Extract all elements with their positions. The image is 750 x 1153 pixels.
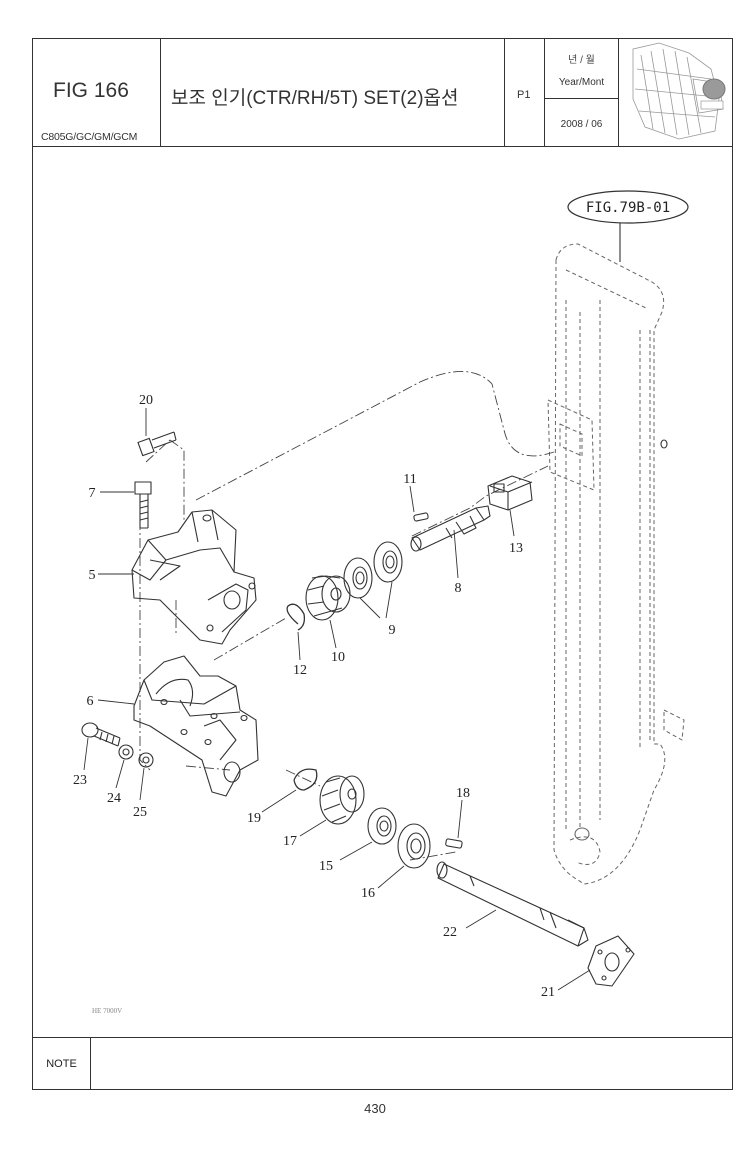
lower-housing-6: [133, 655, 259, 797]
page-code: P1: [517, 89, 531, 101]
part-label-6: 6: [87, 694, 94, 709]
machine-thumbnail: [619, 39, 732, 146]
page-title: 보조 인기(CTR/RH/5T) SET(2)옵션: [171, 88, 459, 109]
part-label-8: 8: [455, 581, 462, 596]
shaft-8: [410, 505, 491, 552]
part-label-10: 10: [331, 650, 345, 665]
date-cell: 년 / 월 Year/Mont 2008 / 06: [545, 39, 619, 146]
part-label-19: 19: [247, 811, 261, 826]
drawing-stamp: HE 7000V: [92, 1007, 122, 1015]
part-label-11: 11: [403, 472, 416, 487]
fig-cell: FIG 166 C805G/GC/GM/GCM: [33, 39, 161, 146]
fig-label: FIG 166: [53, 79, 129, 102]
part-label-12: 12: [293, 663, 307, 678]
page-code-cell: P1: [505, 39, 545, 146]
bearing-16: [397, 823, 431, 869]
combine-thumbnail-icon: [632, 42, 726, 140]
bolt-23: [81, 722, 121, 747]
upper-housing-5: [131, 509, 257, 645]
part-label-23: 23: [73, 773, 87, 788]
bushing-13: [487, 475, 533, 511]
bolt-20: [137, 431, 177, 457]
bearing-9-b: [373, 541, 403, 583]
snap-ring-12: [286, 603, 306, 631]
reference-callout-oval: [567, 190, 689, 224]
part-label-15: 15: [319, 859, 333, 874]
year-month-english: Year/Mont: [558, 77, 605, 88]
part-label-21: 21: [541, 985, 555, 1000]
flange-21: [587, 935, 635, 987]
key-18: [445, 838, 463, 849]
year-month-korean: 년 / 월: [568, 55, 595, 66]
reference-frame-outline: [547, 243, 685, 885]
bolt-7: [134, 481, 152, 529]
part-label-16: 16: [361, 886, 375, 901]
date-divider: [545, 98, 618, 99]
part-label-13: 13: [509, 541, 523, 556]
lock-washer-24: [118, 744, 134, 760]
reference-label: FIG.79B-01: [586, 200, 670, 216]
bevel-gear-10: [305, 575, 351, 621]
part-label-24: 24: [107, 791, 121, 806]
part-label-7: 7: [89, 486, 96, 501]
part-label-18: 18: [456, 786, 470, 801]
part-label-20: 20: [139, 393, 153, 408]
flat-washer-25: [138, 752, 154, 768]
header-table: FIG 166 C805G/GC/GM/GCM 보조 인기(CTR/RH/5T)…: [33, 39, 732, 147]
part-label-17: 17: [283, 834, 297, 849]
note-row: NOTE: [33, 1037, 732, 1089]
part-label-22: 22: [443, 925, 457, 940]
note-label: NOTE: [33, 1038, 91, 1089]
bearing-15: [367, 807, 397, 845]
shaft-22: [436, 861, 589, 947]
bearing-9-a: [343, 557, 373, 599]
snap-ring-19: [293, 768, 318, 791]
part-label-25: 25: [133, 805, 147, 820]
key-11: [413, 512, 429, 522]
part-label-9: 9: [389, 623, 396, 638]
revision-date: 2008 / 06: [560, 119, 603, 130]
bevel-gear-17: [319, 775, 365, 825]
part-label-5: 5: [89, 568, 96, 583]
page-number: 430: [364, 1101, 386, 1116]
page-frame: FIG 166 C805G/GC/GM/GCM 보조 인기(CTR/RH/5T)…: [32, 38, 733, 1090]
model-list: C805G/GC/GM/GCM: [41, 131, 138, 143]
title-cell: 보조 인기(CTR/RH/5T) SET(2)옵션: [161, 39, 505, 146]
